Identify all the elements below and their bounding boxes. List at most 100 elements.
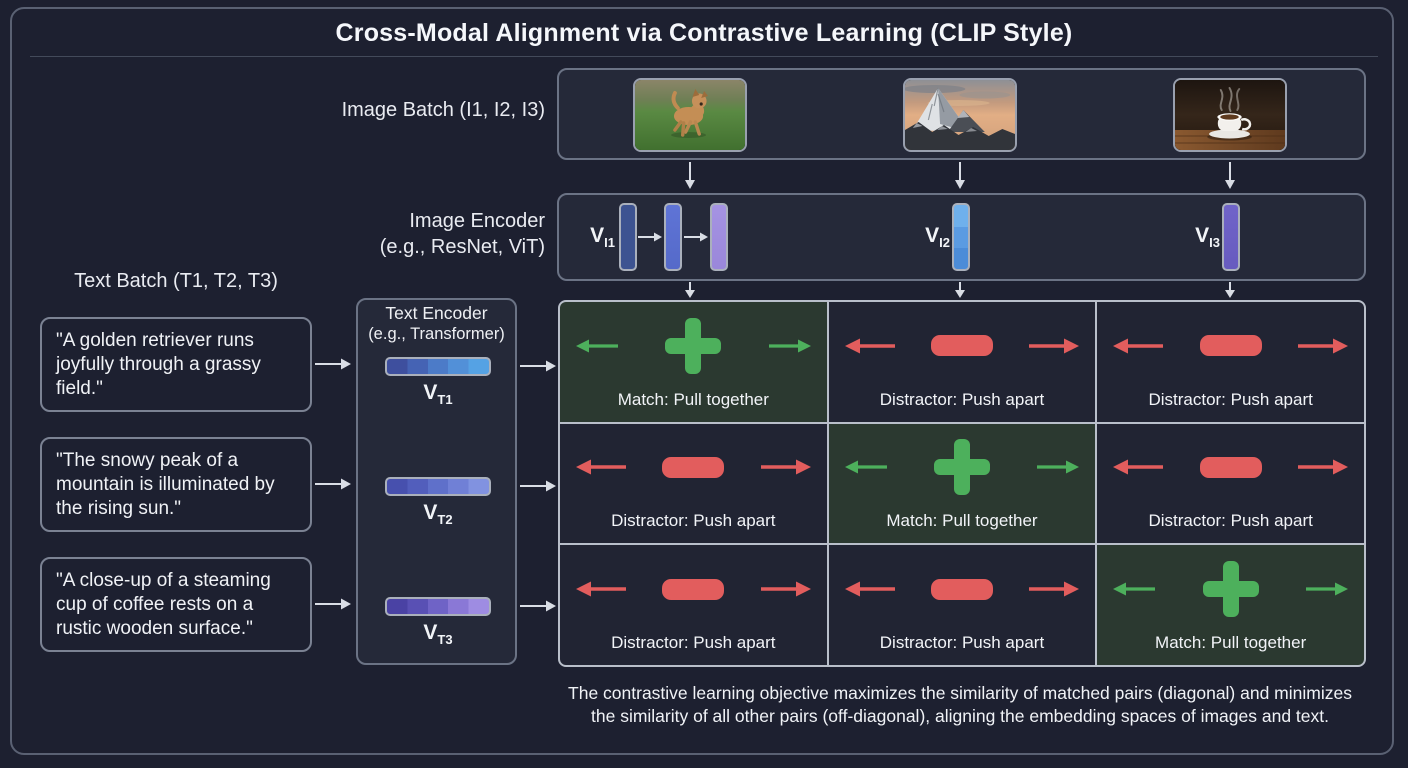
mountain-image xyxy=(905,80,1015,150)
plus-icon xyxy=(1202,561,1259,618)
cell-label: Distractor: Push apart xyxy=(879,389,1045,409)
image-embedding-bar xyxy=(952,203,970,271)
right-arrow-icon xyxy=(638,232,662,242)
cell-label: Match: Pull together xyxy=(617,389,769,409)
left-arrow-icon xyxy=(576,581,626,597)
image-batch-label: Image Batch (I1, I2, I3) xyxy=(341,99,545,121)
similarity-matrix: Match: Pull together Distractor: Push ap… xyxy=(558,300,1366,667)
matrix-cell-r2c1-distractor: Distractor: Push apart xyxy=(560,423,827,544)
dog-image xyxy=(635,80,745,150)
minus-icon xyxy=(662,456,725,478)
image-embedding-bar xyxy=(619,203,637,271)
left-arrow-icon xyxy=(844,460,887,474)
minus-icon xyxy=(662,578,725,600)
cell-content xyxy=(829,424,1096,512)
text-encoder-label-line1: Text Encoder xyxy=(385,303,488,323)
text-embedding-bar xyxy=(385,597,491,616)
vector-label-vi2: VI2 xyxy=(925,224,950,251)
cell-label: Match: Pull together xyxy=(886,511,1038,531)
cell-content xyxy=(829,302,1096,390)
figure-caption: The contrastive learning objective maxim… xyxy=(480,682,1408,728)
coffee-image xyxy=(1175,80,1285,150)
left-arrow-icon xyxy=(576,339,618,353)
outer-frame xyxy=(10,7,1394,755)
vector-label-vi1: VI1 xyxy=(590,224,615,251)
down-arrow-icon xyxy=(685,282,695,298)
image-encoder-label-line1: Image Encoder xyxy=(409,210,545,232)
coffee-photo xyxy=(1173,78,1287,152)
text-batch-label: Text Batch (T1, T2, T3) xyxy=(74,270,278,292)
minus-icon xyxy=(1199,456,1262,478)
cell-label: Distractor: Push apart xyxy=(879,632,1045,652)
text-item-2: "The snowy peak of a mountain is illumin… xyxy=(40,437,312,532)
matrix-cell-r2c2-match: Match: Pull together xyxy=(828,423,1096,544)
down-arrow-icon xyxy=(1225,282,1235,298)
left-arrow-icon xyxy=(1113,459,1164,475)
right-arrow-icon xyxy=(520,600,556,612)
down-arrow-icon xyxy=(685,162,695,189)
page-title: Cross-Modal Alignment via Contrastive Le… xyxy=(335,19,1073,47)
cell-label: Match: Pull together xyxy=(1155,632,1307,652)
minus-icon xyxy=(1199,335,1262,357)
cell-label: Distractor: Push apart xyxy=(611,632,776,652)
image-embedding-bar xyxy=(664,203,682,271)
cell-content xyxy=(560,302,827,390)
minus-icon xyxy=(930,335,993,357)
down-arrow-icon xyxy=(1225,162,1235,189)
caption-line1: The contrastive learning objective maxim… xyxy=(568,683,1352,703)
minus-icon xyxy=(930,578,993,600)
right-arrow-icon xyxy=(1305,582,1348,596)
vector-label-vt1: VT1 xyxy=(423,381,453,408)
vector-label-vt3: VT3 xyxy=(423,621,453,648)
right-arrow-icon xyxy=(760,459,811,475)
matrix-cell-r1c1-match: Match: Pull together xyxy=(560,302,827,422)
matrix-cell-r2c3-distractor: Distractor: Push apart xyxy=(1097,423,1364,544)
vector-label-vi3: VI3 xyxy=(1195,224,1220,251)
dog-photo xyxy=(633,78,747,152)
left-arrow-icon xyxy=(1113,338,1164,354)
text-embedding-bar xyxy=(385,357,491,376)
right-arrow-icon xyxy=(1029,338,1080,354)
cell-content xyxy=(829,545,1096,633)
left-arrow-icon xyxy=(844,338,895,354)
matrix-cell-r1c3-distractor: Distractor: Push apart xyxy=(1097,302,1364,422)
image-embedding-bar xyxy=(710,203,728,271)
right-arrow-icon xyxy=(1297,459,1348,475)
left-arrow-icon xyxy=(1113,582,1156,596)
right-arrow-icon xyxy=(520,360,556,372)
cell-label: Distractor: Push apart xyxy=(1148,511,1313,531)
right-arrow-icon xyxy=(684,232,708,242)
text-embedding-bar xyxy=(385,477,491,496)
plus-icon xyxy=(933,439,990,496)
text-item-3: "A close-up of a steaming cup of coffee … xyxy=(40,557,312,652)
right-arrow-icon xyxy=(315,478,351,490)
title-divider xyxy=(30,56,1378,57)
right-arrow-icon xyxy=(315,358,351,370)
text-encoder-label-line2: (e.g., Transformer) xyxy=(368,325,505,343)
vector-label-vt2: VT2 xyxy=(423,501,453,528)
cell-content xyxy=(560,545,827,633)
right-arrow-icon xyxy=(1297,338,1348,354)
right-arrow-icon xyxy=(1029,581,1080,597)
cell-content xyxy=(1097,302,1364,390)
left-arrow-icon xyxy=(576,459,626,475)
matrix-cell-r3c1-distractor: Distractor: Push apart xyxy=(560,545,827,665)
matrix-cell-r1c2-distractor: Distractor: Push apart xyxy=(828,302,1096,422)
down-arrow-icon xyxy=(955,282,965,298)
right-arrow-icon xyxy=(768,339,811,353)
right-arrow-icon xyxy=(520,480,556,492)
right-arrow-icon xyxy=(1037,460,1080,474)
image-encoder-label: Image Encoder (e.g., ResNet, ViT) xyxy=(330,208,545,260)
down-arrow-icon xyxy=(955,162,965,189)
cell-label: Distractor: Push apart xyxy=(1148,389,1313,409)
text-item-1: "A golden retriever runs joyfully throug… xyxy=(40,317,312,412)
matrix-cell-r3c2-distractor: Distractor: Push apart xyxy=(828,545,1096,665)
mountain-photo xyxy=(903,78,1017,152)
left-arrow-icon xyxy=(844,581,895,597)
image-encoder-label-line2: (e.g., ResNet, ViT) xyxy=(379,236,545,258)
right-arrow-icon xyxy=(760,581,811,597)
cell-label: Distractor: Push apart xyxy=(611,511,776,531)
matrix-cell-r3c3-match: Match: Pull together xyxy=(1097,545,1364,665)
cell-content xyxy=(1097,424,1364,512)
